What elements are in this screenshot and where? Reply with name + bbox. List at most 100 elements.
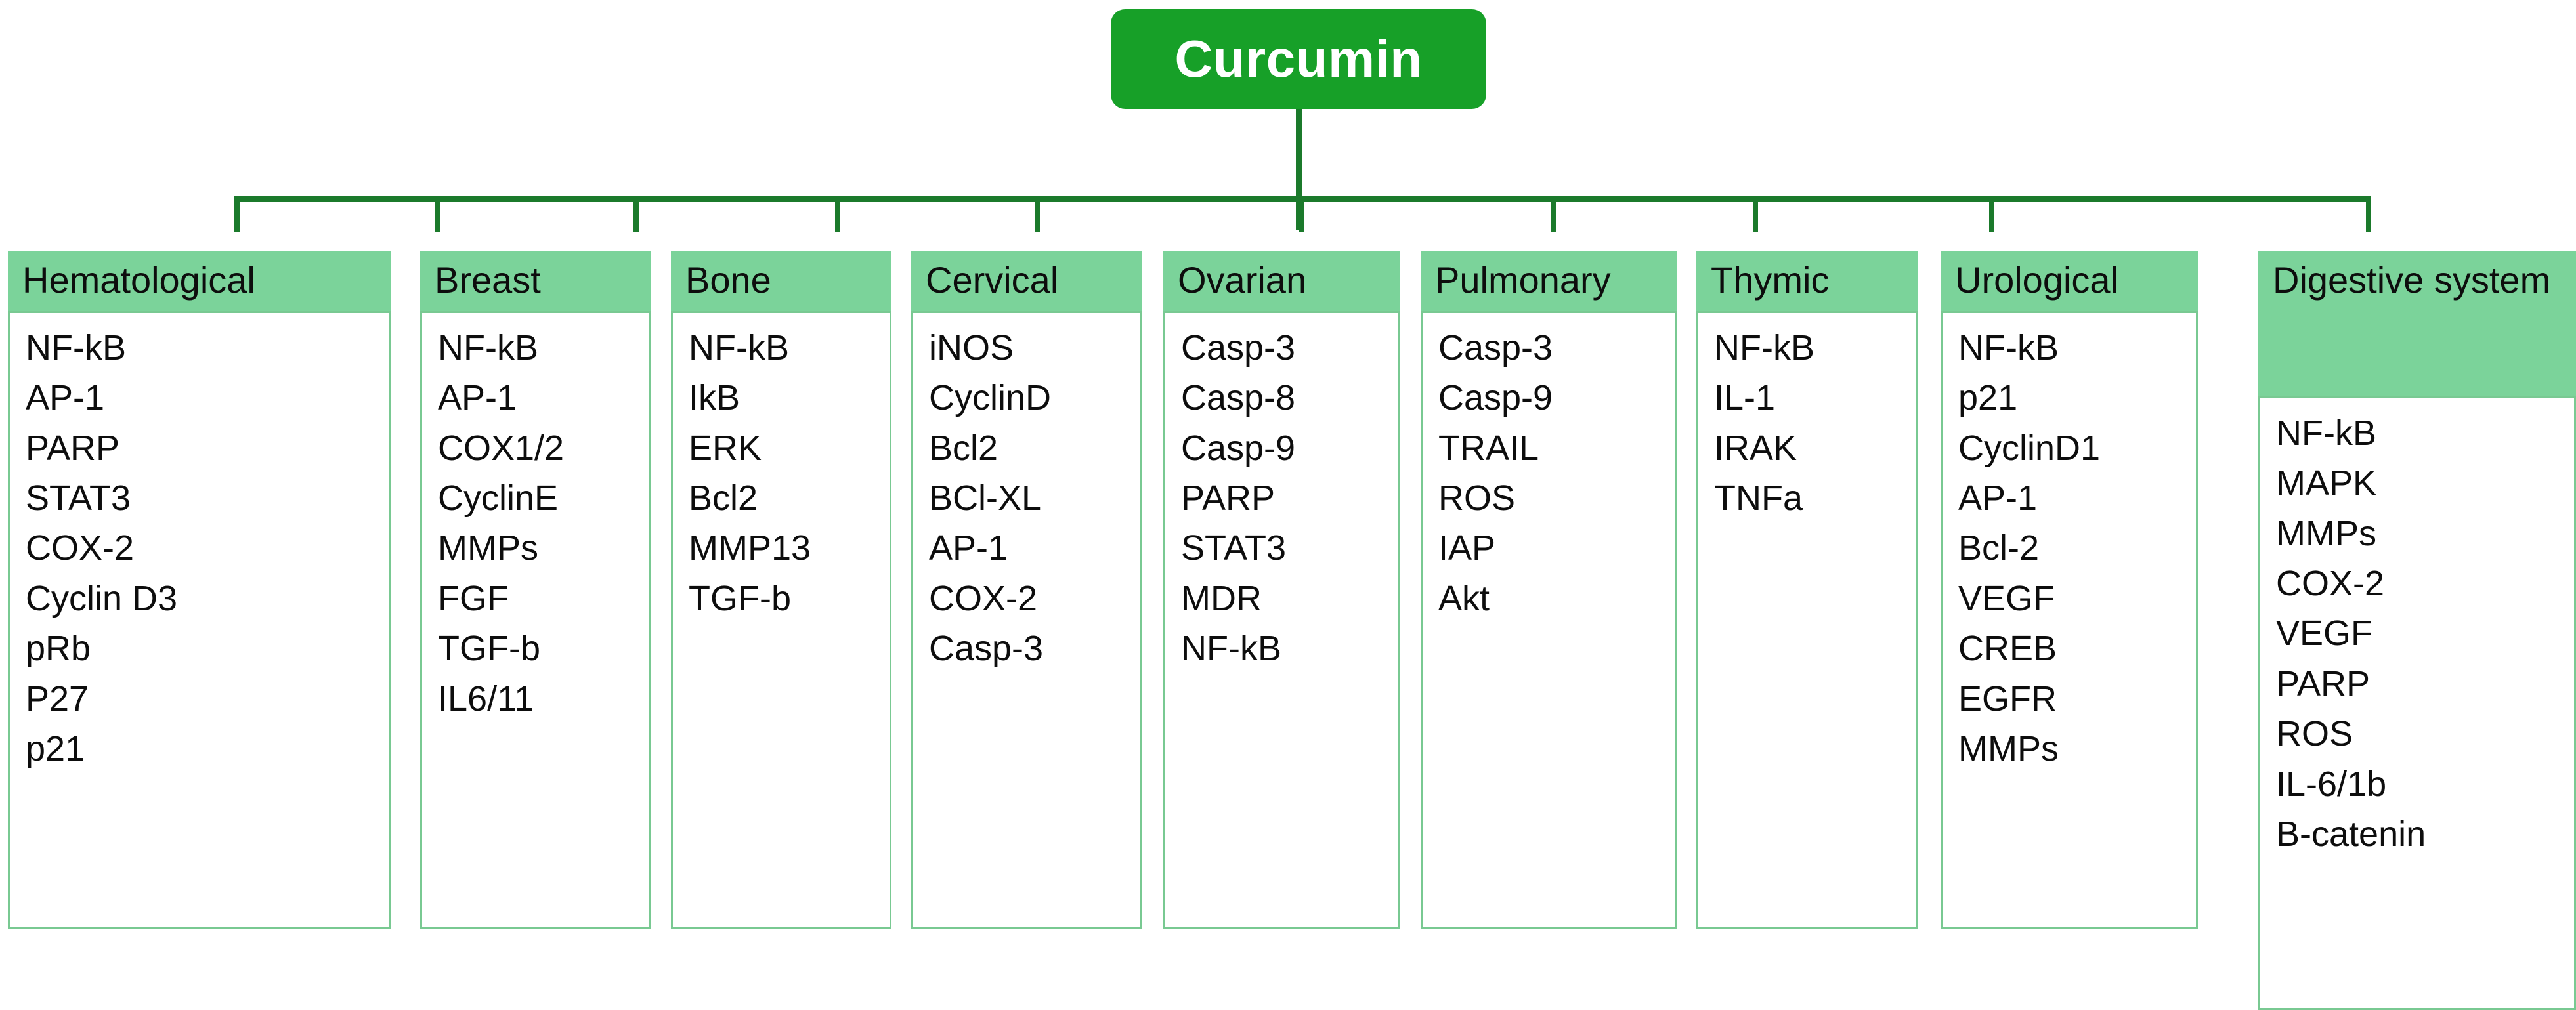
target-item: CyclinD xyxy=(929,378,1052,418)
target-item: pRb xyxy=(26,629,91,669)
target-item: AP-1 xyxy=(1958,478,2038,518)
target-item: iNOS xyxy=(929,328,1014,368)
target-item: Casp-3 xyxy=(929,629,1044,669)
column-header-label: Cervical xyxy=(926,259,1059,301)
branch-tick-1 xyxy=(435,196,440,232)
column-header[interactable]: Pulmonary xyxy=(1421,251,1677,311)
target-item: NF-kB xyxy=(438,328,538,368)
column-header[interactable]: Digestive system xyxy=(2258,251,2576,396)
target-item: MMPs xyxy=(438,528,538,568)
root-stem-connector xyxy=(1296,109,1302,230)
target-item: NF-kB xyxy=(689,328,789,368)
target-item: Bcl2 xyxy=(929,428,998,468)
target-item: IL-1 xyxy=(1714,378,1776,418)
column-header-label: Thymic xyxy=(1711,259,1830,301)
target-item: ROS xyxy=(1438,478,1516,518)
column-header[interactable]: Ovarian xyxy=(1163,251,1400,311)
column-header[interactable]: Bone xyxy=(671,251,891,311)
target-item: TNFa xyxy=(1714,478,1803,518)
branch-tick-8 xyxy=(1989,196,1994,232)
branch-tick-6 xyxy=(1551,196,1556,232)
target-item: NF-kB xyxy=(1181,629,1281,669)
target-item: PARP xyxy=(1181,478,1276,518)
root-node-curcumin[interactable]: Curcumin xyxy=(1111,9,1486,109)
column-header-label: Hematological xyxy=(22,259,255,301)
column-header[interactable]: Breast xyxy=(420,251,651,311)
target-item: STAT3 xyxy=(26,478,131,518)
target-item: VEGF xyxy=(2276,614,2373,654)
target-item: COX-2 xyxy=(26,528,135,568)
target-item: MDR xyxy=(1181,578,1262,618)
column-header-label: Breast xyxy=(435,259,541,301)
target-item: p21 xyxy=(1958,378,2018,418)
column-header[interactable]: Urological xyxy=(1941,251,2198,311)
target-item: NF-kB xyxy=(1958,328,2059,368)
target-item: IAP xyxy=(1438,528,1496,568)
target-item: Casp-3 xyxy=(1438,328,1553,368)
branch-tick-7 xyxy=(1753,196,1758,232)
column-header-label: Digestive system xyxy=(2273,259,2551,301)
target-item: Casp-3 xyxy=(1181,328,1296,368)
target-item: COX-2 xyxy=(2276,564,2385,604)
target-item: NF-kB xyxy=(26,328,126,368)
branch-tick-2 xyxy=(633,196,639,232)
target-item: MMP13 xyxy=(689,528,811,568)
column-header-label: Urological xyxy=(1955,259,2118,301)
column-header[interactable]: Hematological xyxy=(8,251,391,311)
target-item: Bcl2 xyxy=(689,478,758,518)
target-item: ROS xyxy=(2276,714,2353,754)
target-item: p21 xyxy=(26,728,85,768)
target-item: IkB xyxy=(689,378,741,418)
target-item: TGF-b xyxy=(689,578,791,618)
target-item: P27 xyxy=(26,679,89,719)
target-item: B-catenin xyxy=(2276,814,2426,854)
target-item: TRAIL xyxy=(1438,428,1539,468)
root-node-label: Curcumin xyxy=(1174,30,1423,88)
column-header-label: Pulmonary xyxy=(1435,259,1611,301)
target-item: Casp-8 xyxy=(1181,378,1296,418)
column-header[interactable]: Cervical xyxy=(911,251,1142,311)
target-item: Casp-9 xyxy=(1438,378,1553,418)
target-item: AP-1 xyxy=(26,378,105,418)
target-item: Casp-9 xyxy=(1181,428,1296,468)
target-item: ERK xyxy=(689,428,762,468)
branch-tick-5 xyxy=(1299,196,1304,232)
target-item: CyclinD1 xyxy=(1958,428,2101,468)
target-item: COX1/2 xyxy=(438,428,565,468)
target-item: PARP xyxy=(26,428,120,468)
target-item: Akt xyxy=(1438,578,1490,618)
column-header-label: Ovarian xyxy=(1178,259,1307,301)
target-item: MAPK xyxy=(2276,463,2377,503)
branch-tick-9 xyxy=(2366,196,2371,232)
target-item: NF-kB xyxy=(1714,328,1814,368)
branch-tick-0 xyxy=(234,196,240,232)
target-item: MMPs xyxy=(2276,513,2376,553)
target-item: BCl-XL xyxy=(929,478,1042,518)
column-header[interactable]: Thymic xyxy=(1696,251,1918,311)
target-item: AP-1 xyxy=(438,378,517,418)
target-item: IL-6/1b xyxy=(2276,764,2387,804)
target-item: IRAK xyxy=(1714,428,1797,468)
target-item: AP-1 xyxy=(929,528,1008,568)
target-item: CyclinE xyxy=(438,478,559,518)
target-item: STAT3 xyxy=(1181,528,1287,568)
target-item: COX-2 xyxy=(929,578,1038,618)
target-item: NF-kB xyxy=(2276,413,2376,453)
target-item: IL6/11 xyxy=(438,679,534,719)
target-item: Bcl-2 xyxy=(1958,528,2040,568)
target-item: VEGF xyxy=(1958,578,2055,618)
target-item: PARP xyxy=(2276,663,2371,704)
branch-tick-3 xyxy=(835,196,840,232)
column-header-label: Bone xyxy=(685,259,771,301)
target-item: TGF-b xyxy=(438,629,540,669)
target-item: FGF xyxy=(438,578,509,618)
